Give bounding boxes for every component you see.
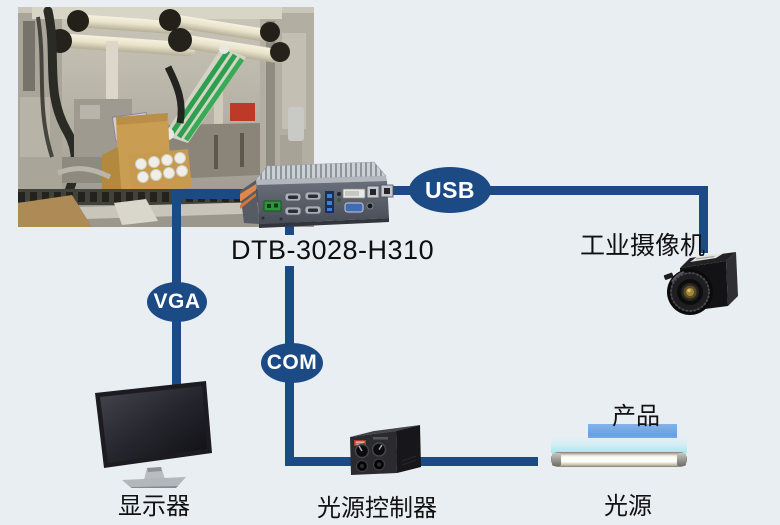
computer-model-label: DTB-3028-H310 [222, 235, 444, 266]
usb-line-vertical [699, 186, 708, 253]
usb-badge-label: USB [424, 176, 476, 203]
industrial-computer-svg [240, 161, 394, 228]
vga-port [344, 202, 364, 213]
usb-line-horizontal [386, 186, 708, 195]
monitor-label: 显示器 [118, 493, 190, 520]
monitor-image [88, 378, 218, 488]
industrial-computer-image [237, 161, 397, 229]
light-glow [551, 435, 687, 453]
factory-photo [18, 6, 314, 227]
factory-photo-image [18, 6, 314, 227]
product-bar [588, 424, 677, 438]
industrial-camera-image [656, 246, 744, 324]
com-badge: COM [261, 343, 323, 383]
camera-lens [667, 269, 713, 315]
monitor-svg [95, 381, 212, 488]
terminal-block [263, 200, 282, 212]
tube-cap-left [552, 453, 561, 466]
light-tube [551, 452, 687, 467]
bottles [135, 152, 188, 183]
usb-badge: USB [409, 167, 491, 213]
vga-badge-label: VGA [153, 290, 201, 313]
green-conveyor [162, 44, 246, 143]
light-tube-core [561, 457, 677, 462]
light-controller-svg [350, 425, 421, 475]
tube-cap-right [677, 453, 686, 466]
com-badge-label: COM [266, 351, 318, 374]
vga-badge: VGA [147, 282, 207, 322]
lens-tab [663, 272, 674, 280]
camera-label: 工业摄像机 [580, 232, 706, 260]
controller-red-label [354, 440, 366, 446]
industrial-camera-svg [663, 252, 738, 315]
light-controller-image [346, 417, 428, 477]
light-controller-label: 光源控制器 [317, 495, 437, 522]
light-source-label: 光源 [604, 493, 652, 520]
product-label: 产品 [612, 403, 660, 430]
power-button [366, 202, 374, 210]
vga-line-horizontal [172, 190, 248, 199]
